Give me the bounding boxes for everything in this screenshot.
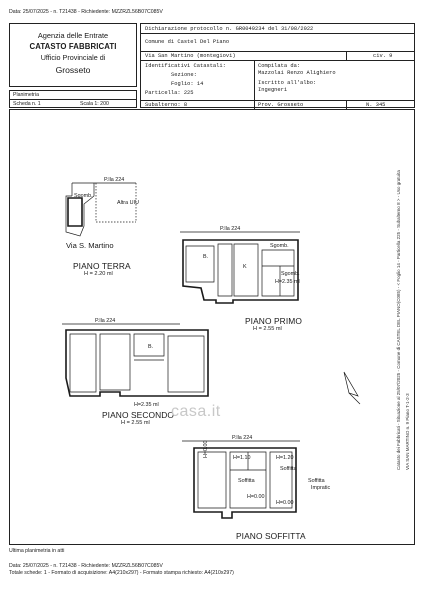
scheda-box: Planimetria Scheda n. 1 Scala 1: 200 [9, 90, 137, 108]
drawing-frame [9, 109, 415, 545]
date-value: 31/08/2022 [280, 26, 314, 32]
plan-piano-secondo [62, 323, 209, 397]
footer-totals: Totale schede: 1 - Formato di acquisizio… [9, 570, 234, 576]
footer-stamp: Data: 25/07/2025 - n. T21438 - Richieden… [9, 563, 163, 569]
pt-height: H = 2.20 ml [84, 271, 113, 277]
scheda-number: Scheda n. 1 [13, 101, 41, 107]
compilata-value: Mazzolai Renzo Alighiero [258, 70, 336, 76]
side-note-2: VIA SAN MARTINO n. 9 Piano T-1-2-3 [405, 393, 410, 470]
sf-room-soffitta-3: Soffitta [308, 478, 325, 484]
pt-title: PIANO TERRA [73, 261, 131, 271]
subalterno: Subalterno: 8 [145, 102, 188, 108]
pp-title: PIANO PRIMO [245, 316, 302, 326]
office-header: Agenzia delle Entrate CATASTO FABBRICATI… [9, 23, 137, 87]
compilata-label: Compilata da: [258, 63, 301, 69]
iscritto-label: Iscritto all'albo: [258, 80, 317, 86]
sf-room-soffitta-1: Soffitta [280, 466, 297, 472]
plan-piano-primo [180, 231, 300, 304]
pp-height: H = 2.55 ml [253, 326, 282, 332]
pp-room-b: B. [203, 254, 209, 260]
office-line-3: Ufficio Provinciale di [40, 53, 106, 62]
scheda-scale: Scala 1: 200 [80, 101, 109, 107]
top-stamp: Data: 25/07/2025 - n. T21438 - Richieden… [9, 9, 163, 15]
pp-room-k: K [243, 264, 247, 270]
declaration-box: Dichiarazione protocollo n. GR0049234 de… [140, 23, 415, 109]
identifiers-label: Identificativi Catastali: [145, 63, 226, 69]
pp-room-sgomb: Sgomb. [270, 243, 289, 249]
ps-title: PIANO SECONDO [102, 410, 175, 420]
protocol-label: Dichiarazione protocollo n. [145, 26, 233, 32]
sezione: Sezione: [171, 72, 197, 78]
street-name: Via S. Martino [66, 241, 114, 250]
office-line-2: CATASTO FABBRICATI [29, 42, 117, 51]
office-line-4: Grosseto [55, 65, 91, 75]
province: Prov. Grosseto [258, 102, 304, 108]
sf-room-impratic: Impratic [311, 485, 331, 491]
plan-piano-soffitta [182, 440, 300, 519]
ps-room-b: B. [148, 344, 154, 350]
sf-height-110: H=1.10 [233, 455, 251, 461]
pp-room-height: H=2.35 ml [275, 279, 300, 285]
iscritto-value: Ingegneri [258, 87, 288, 93]
pt-room-altra: Altra UIU [117, 200, 139, 206]
sf-adjacent-parcel: P.lla 224 [232, 435, 253, 441]
sf-room-soffitta-2: Soffitta [238, 478, 255, 484]
pp-room-sgomb-2: Sgomb. [281, 271, 300, 277]
sf-height-000-a: H=0.00 [203, 440, 209, 458]
pp-adjacent-parcel: P.lla 224 [220, 226, 241, 232]
office-line-1: Agenzia delle Entrate [37, 31, 109, 40]
protocol-value: GR0049234 [235, 26, 265, 32]
civ-number: civ. 9 [373, 53, 393, 59]
ps-adjacent-parcel: P.lla 224 [95, 318, 116, 324]
pt-room-sgomb: Sgomb. [74, 193, 93, 199]
scheda-title: Planimetria [13, 92, 39, 98]
north-arrow-icon [343, 371, 361, 405]
registry-number: N. 345 [366, 102, 386, 108]
ps-height: H = 2.55 ml [121, 420, 150, 426]
ps-room-height: H=2.35 ml [134, 402, 159, 408]
sf-height-120: H=1.20 [276, 455, 294, 461]
foglio: Foglio: 14 [171, 81, 204, 87]
watermark: casa.it [171, 403, 221, 420]
sf-title: PIANO SOFFITTA [236, 531, 306, 541]
footer-last-plan: Ultima planimetria in atti [9, 548, 65, 554]
comune: Comune di Castel Del Piano [145, 39, 230, 45]
plan-piano-terra [65, 182, 137, 237]
particella: Particella: 225 [145, 90, 194, 96]
sf-height-000-b: H=0.00 [247, 494, 265, 500]
date-label: del [267, 26, 278, 32]
pt-adjacent-parcel: P.lla 224 [104, 177, 125, 183]
side-note-1: Catasto dei Fabbricati - Situazione al 2… [396, 170, 401, 470]
sf-height-000-c: H=0.00 [276, 500, 294, 506]
address: Via San Martino (montegiovi) [145, 53, 236, 59]
